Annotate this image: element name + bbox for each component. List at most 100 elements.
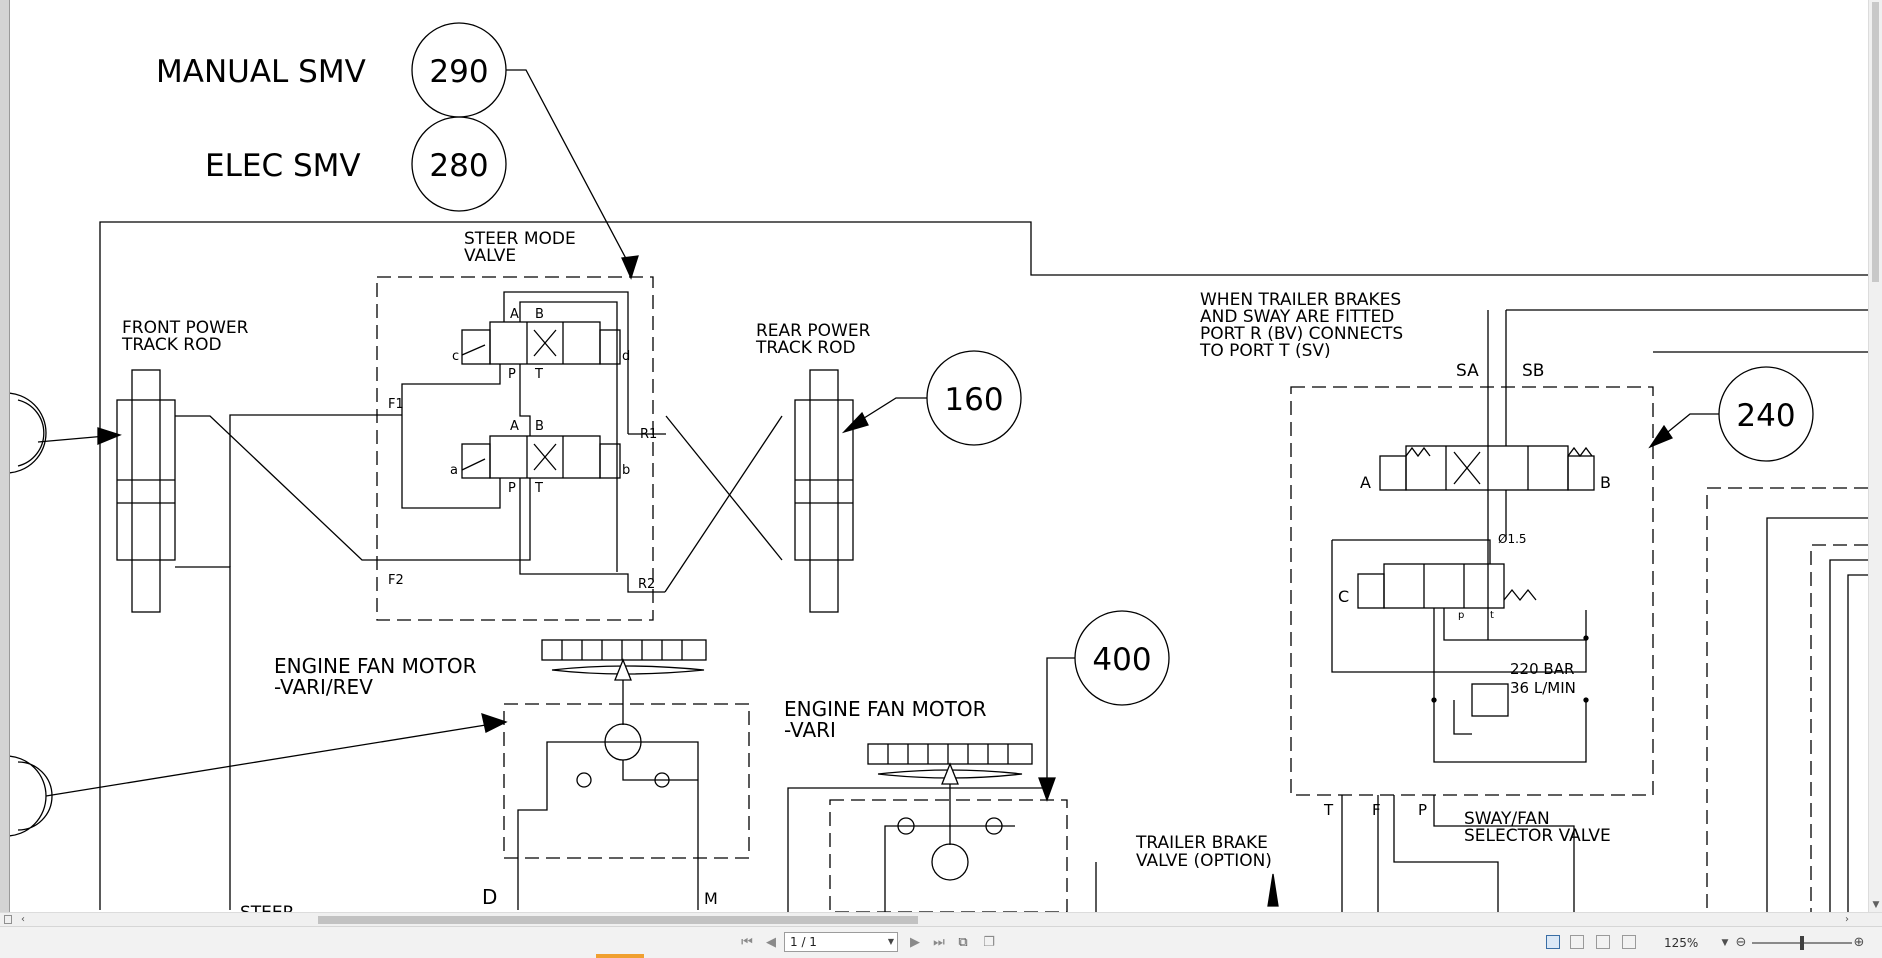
scroll-right-icon[interactable]: ›: [1845, 914, 1849, 925]
schematic-label: F2: [388, 573, 404, 588]
leader-290: [506, 69, 632, 269]
zoom-slider-thumb[interactable]: [1800, 936, 1804, 950]
document-canvas[interactable]: MANUAL SMV ELEC SMV 290 280 160 240 400 …: [10, 0, 1868, 912]
leader-left-2: [45, 723, 493, 797]
horizontal-scrollbar[interactable]: ‹ ›: [0, 912, 1882, 926]
left-panel-edge: [0, 0, 10, 912]
schematic-label: F: [1372, 801, 1381, 819]
arrow-290: [621, 255, 639, 280]
port-SB: SB: [1522, 361, 1544, 381]
label-elec-smv: ELEC SMV: [205, 148, 361, 184]
port-D: D: [482, 885, 497, 909]
callout-280: 280: [429, 148, 488, 184]
fan-vr-box: [503, 703, 750, 859]
outer-line: [99, 221, 1868, 910]
schematic-label: T: [1323, 801, 1334, 819]
continuous-view-icon[interactable]: [1570, 935, 1584, 949]
label-orifice: Ø1.5: [1498, 532, 1527, 546]
steer-mode-valve-box: [376, 276, 654, 621]
schematic-label: t: [1490, 610, 1494, 621]
partial-callout-2: [10, 755, 53, 837]
label-front-power-1: FRONT POWER: [122, 318, 249, 338]
callout-290: 290: [429, 54, 488, 90]
schematic-label: B: [535, 419, 544, 434]
fan-v-box: [829, 799, 1068, 912]
panel-toggle-icon[interactable]: [4, 915, 12, 924]
partial-callout-1: [10, 392, 47, 474]
previous-page-icon[interactable]: ◀: [766, 935, 776, 950]
scroll-left-icon[interactable]: ‹: [21, 914, 25, 925]
schematic-label: B: [1600, 473, 1611, 492]
schematic-label: P: [1418, 801, 1427, 819]
callout-160: 160: [944, 382, 1003, 418]
schematic-label: P: [508, 367, 516, 382]
label-steer-bottom: STEER: [240, 903, 295, 912]
windows-icon[interactable]: ❐: [983, 935, 995, 950]
schematic-label: A: [1360, 473, 1371, 492]
label-flow: 36 L/MIN: [1510, 679, 1576, 697]
sway-fan-valve-box: [1290, 386, 1654, 796]
schematic-label: A: [510, 307, 519, 322]
callout-280-circle: [411, 116, 507, 212]
label-trailer-brake-1: TRAILER BRAKE: [1135, 833, 1268, 853]
port-M: M: [704, 889, 718, 908]
label-engine-fan-v-2: -VARI: [784, 718, 836, 742]
schematic-label: P: [508, 481, 516, 496]
arrow-left-1: [97, 427, 122, 445]
zoom-in-icon[interactable]: ⊕: [1853, 935, 1865, 950]
note-line-2: AND SWAY ARE FITTED: [1200, 307, 1394, 327]
bottom-toolbar: ⏮ ◀ 1 / 1 ▼ ▶ ⏭ ⧉ ❐ 125% ▼ ⊖ ⊕: [0, 926, 1882, 958]
zoom-out-icon[interactable]: ⊖: [1735, 935, 1747, 950]
schematic-label: R2: [638, 577, 655, 592]
label-sway-fan-1: SWAY/FAN: [1464, 809, 1550, 829]
front-rod-line-right: [175, 566, 231, 910]
label-manual-smv: MANUAL SMV: [156, 54, 366, 90]
copy-page-icon[interactable]: ⧉: [958, 935, 968, 950]
schematic-label: F1: [388, 397, 404, 412]
schematic-label: a: [450, 463, 458, 478]
label-engine-fan-vr-2: -VARI/REV: [274, 675, 373, 699]
label-rear-power-1: REAR POWER: [756, 321, 871, 341]
note-line-3: PORT R (BV) CONNECTS: [1200, 324, 1403, 344]
schematic-label: C: [1338, 587, 1349, 606]
zoom-level[interactable]: 125%: [1664, 936, 1699, 950]
page-number-value: 1 / 1: [790, 935, 817, 949]
callout-240: 240: [1736, 398, 1795, 434]
hydraulic-schematic: MANUAL SMV ELEC SMV 290 280 160 240 400 …: [10, 22, 1868, 912]
schematic-label: b: [622, 463, 630, 478]
last-page-icon[interactable]: ⏭: [933, 935, 945, 950]
first-page-icon[interactable]: ⏮: [741, 935, 753, 950]
continuous-facing-view-icon[interactable]: [1622, 935, 1636, 949]
page-number-input[interactable]: 1 / 1 ▼: [784, 932, 898, 952]
chevron-down-icon[interactable]: ▼: [887, 937, 894, 946]
arrow-left-2: [481, 713, 508, 733]
taskbar-highlight: [596, 954, 644, 958]
vertical-scrollbar[interactable]: ▼: [1868, 0, 1882, 912]
note-line-1: WHEN TRAILER BRAKES: [1200, 290, 1401, 310]
label-rear-power-2: TRACK ROD: [755, 338, 856, 358]
label-sway-fan-2: SELECTOR VALVE: [1464, 826, 1611, 846]
horizontal-scroll-thumb[interactable]: [318, 916, 918, 924]
single-page-view-icon[interactable]: [1546, 935, 1560, 949]
schematic-label: T: [534, 481, 543, 496]
schematic-label: d: [622, 349, 630, 364]
callout-400: 400: [1092, 642, 1151, 678]
scroll-down-icon[interactable]: ▼: [1872, 900, 1880, 910]
vertical-scroll-thumb[interactable]: [1872, 2, 1879, 282]
schematic-label: c: [452, 349, 459, 364]
label-trailer-brake-2: VALVE (OPTION): [1136, 851, 1272, 871]
label-front-power-2: TRACK ROD: [121, 335, 222, 355]
next-page-icon[interactable]: ▶: [910, 935, 920, 950]
port-SA: SA: [1456, 361, 1479, 381]
label-pressure: 220 BAR: [1510, 660, 1574, 678]
schematic-label: T: [534, 367, 543, 382]
facing-view-icon[interactable]: [1596, 935, 1610, 949]
note-line-4: TO PORT T (SV): [1199, 341, 1331, 361]
label-engine-fan-vr-1: ENGINE FAN MOTOR: [274, 654, 477, 678]
schematic-label: B: [535, 307, 544, 322]
schematic-label: p: [1458, 610, 1464, 621]
schematic-label: A: [510, 419, 519, 434]
zoom-dropdown-icon[interactable]: ▼: [1721, 938, 1729, 948]
label-engine-fan-v-1: ENGINE FAN MOTOR: [784, 697, 987, 721]
